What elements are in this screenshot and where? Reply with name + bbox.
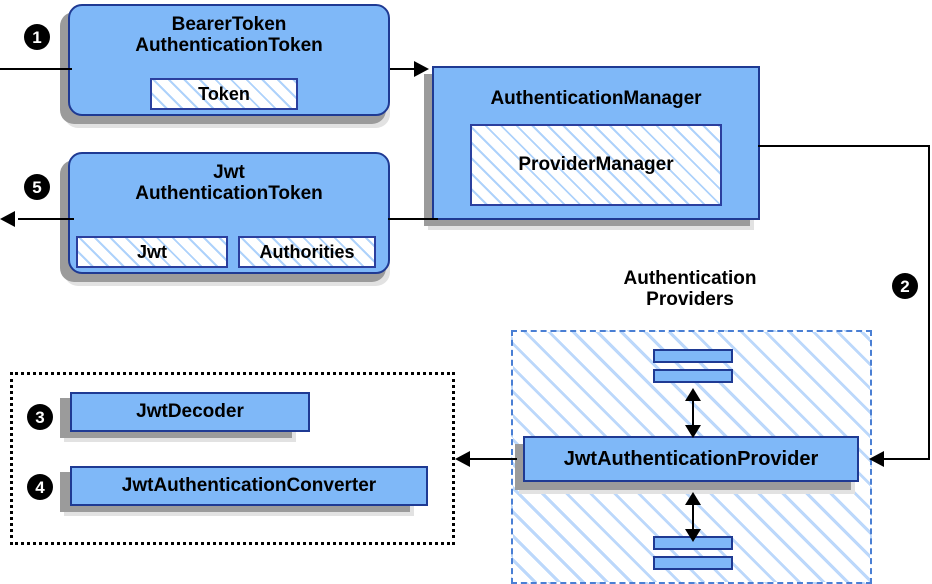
provider-bar-top-1 bbox=[653, 349, 733, 363]
node-jwt-decoder[interactable]: JwtDecoder bbox=[70, 392, 310, 432]
arrowhead-provider-bottom-up bbox=[685, 492, 701, 505]
arrowhead-bearer-to-manager bbox=[414, 61, 429, 77]
slot-token[interactable]: Token bbox=[150, 78, 298, 110]
step-marker-4-number: 4 bbox=[35, 477, 45, 497]
arrowhead-provider-bottom-down bbox=[685, 529, 701, 542]
connector-bearer-to-manager bbox=[390, 68, 422, 70]
step-marker-5-number: 5 bbox=[32, 177, 42, 197]
node-jwt-authentication-provider[interactable]: JwtAuthenticationProvider bbox=[523, 436, 859, 482]
authentication-manager-label: AuthenticationManager bbox=[490, 88, 702, 109]
connector-provider-top bbox=[692, 391, 694, 428]
connector-response-out bbox=[18, 218, 74, 220]
slot-token-label: Token bbox=[198, 83, 250, 104]
slot-jwt-label: Jwt bbox=[136, 241, 167, 262]
arrowhead-provider-to-support bbox=[455, 451, 470, 467]
jwt-authentication-converter-label: JwtAuthenticationConverter bbox=[121, 475, 377, 497]
node-jwt-authentication-converter[interactable]: JwtAuthenticationConverter bbox=[70, 466, 428, 506]
step-marker-5: 5 bbox=[24, 174, 50, 200]
slot-jwt[interactable]: Jwt bbox=[76, 236, 228, 268]
provider-bar-bottom-2 bbox=[653, 556, 733, 570]
bearer-token-label: BearerToken AuthenticationToken bbox=[135, 14, 323, 57]
connector-provider-bottom bbox=[692, 495, 694, 532]
provider-bar-top-2 bbox=[653, 369, 733, 383]
jwt-decoder-label: JwtDecoder bbox=[136, 401, 244, 423]
connector-manager-to-jwt-token bbox=[388, 218, 438, 220]
step-marker-1: 1 bbox=[24, 24, 50, 50]
connector-manager-right bbox=[758, 145, 930, 147]
connector-into-providers bbox=[884, 458, 930, 460]
arrowhead-into-providers bbox=[869, 451, 884, 467]
connector-provider-to-support bbox=[470, 458, 517, 460]
arrowhead-provider-top-down bbox=[685, 425, 701, 438]
slot-provider-manager[interactable]: ProviderManager bbox=[470, 124, 722, 206]
connector-manager-down bbox=[928, 145, 930, 458]
step-marker-3-number: 3 bbox=[35, 407, 45, 427]
step-marker-2: 2 bbox=[892, 273, 918, 299]
jwt-authentication-provider-label: JwtAuthenticationProvider bbox=[563, 447, 819, 470]
region-jwt-support-group bbox=[10, 372, 455, 545]
slot-provider-manager-label: ProviderManager bbox=[518, 154, 674, 175]
step-marker-1-number: 1 bbox=[32, 27, 42, 47]
authentication-providers-caption: Authentication Providers bbox=[623, 268, 757, 311]
arrowhead-response-out bbox=[0, 211, 15, 227]
slot-authorities-label: Authorities bbox=[259, 241, 355, 262]
slot-authorities[interactable]: Authorities bbox=[238, 236, 376, 268]
step-marker-3: 3 bbox=[27, 404, 53, 430]
step-marker-4: 4 bbox=[27, 474, 53, 500]
jwt-authentication-token-label: Jwt AuthenticationToken bbox=[135, 162, 323, 205]
connector-request-in bbox=[0, 68, 72, 70]
step-marker-2-number: 2 bbox=[900, 276, 910, 296]
arrowhead-provider-top-up bbox=[685, 388, 701, 401]
